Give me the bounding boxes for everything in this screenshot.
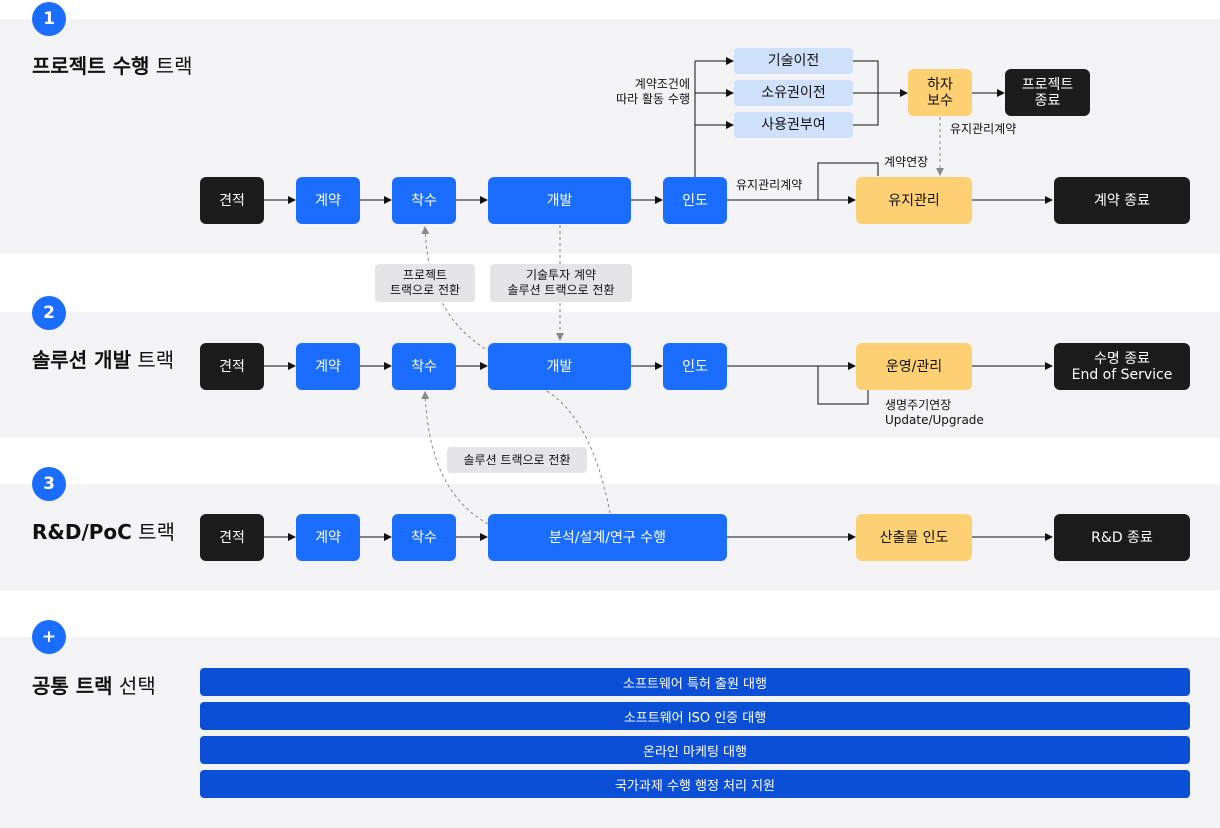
track2-title-rest: 트랙 <box>130 348 175 372</box>
t3-kickoff: 착수 <box>392 514 456 561</box>
track1-badge: 1 <box>32 2 66 36</box>
track2-title-bold: 솔루션 개발 <box>32 348 131 372</box>
t1-note-contract: 계약조건에 따라 활동 수행 <box>616 77 690 106</box>
track3-title-rest: 트랙 <box>131 520 175 544</box>
t2-delivery: 인도 <box>663 343 727 390</box>
t1-note-maint-contract2: 유지관리계약 <box>950 122 1017 136</box>
switch-to-project: 프로젝트 트랙으로 전환 <box>375 264 475 302</box>
t3-analysis: 분석/설계/연구 수행 <box>488 514 727 561</box>
common-item-patent: 소프트웨어 특허 출원 대행 <box>200 668 1190 696</box>
track3-title-bold: R&D/PoC <box>32 520 132 544</box>
common-title-bold: 공통 트랙 <box>32 674 113 698</box>
t1-note-maint-contract: 유지관리계약 <box>736 178 803 192</box>
t1-development: 개발 <box>488 177 631 224</box>
t2-contract: 계약 <box>296 343 360 390</box>
common-item-marketing: 온라인 마케팅 대행 <box>200 736 1190 764</box>
t3-estimate: 견적 <box>200 514 264 561</box>
track1-title-bold: 프로젝트 수행 <box>32 54 150 78</box>
t1-maintenance: 유지관리 <box>856 177 972 224</box>
t2-end-of-service: 수명 종료 End of Service <box>1054 343 1190 390</box>
t1-license-grant: 사용권부여 <box>734 112 853 138</box>
common-title: 공통 트랙 선택 <box>32 670 156 699</box>
t3-end: R&D 종료 <box>1054 514 1190 561</box>
t1-project-end: 프로젝트 종료 <box>1005 69 1090 116</box>
switch-tech-invest: 기술투자 계약 솔루션 트랙으로 전환 <box>490 264 632 302</box>
switch-to-solution: 솔루션 트랙으로 전환 <box>447 447 587 473</box>
common-item-national-project: 국가과제 수행 행정 처리 지원 <box>200 770 1190 798</box>
t1-note-extension: 계약연장 <box>884 155 929 169</box>
t2-kickoff: 착수 <box>392 343 456 390</box>
track2-badge: 2 <box>32 296 66 330</box>
t2-estimate: 견적 <box>200 343 264 390</box>
common-item-iso: 소프트웨어 ISO 인증 대행 <box>200 702 1190 730</box>
t1-contract: 계약 <box>296 177 360 224</box>
t1-delivery: 인도 <box>663 177 727 224</box>
t1-tech-transfer: 기술이전 <box>734 48 853 74</box>
common-title-rest: 선택 <box>112 674 156 698</box>
track2-title: 솔루션 개발 트랙 <box>32 344 174 373</box>
common-badge: + <box>32 620 66 654</box>
t1-estimate: 견적 <box>200 177 264 224</box>
track1-title-rest: 트랙 <box>149 54 193 78</box>
t2-development: 개발 <box>488 343 631 390</box>
t1-ownership-transfer: 소유권이전 <box>734 80 853 106</box>
track1-title: 프로젝트 수행 트랙 <box>32 50 193 79</box>
t2-operation: 운영/관리 <box>856 343 972 390</box>
t1-warranty: 하자 보수 <box>908 69 972 116</box>
t2-note-lifecycle: 생명주기연장 Update/Upgrade <box>885 398 984 427</box>
t1-contract-end: 계약 종료 <box>1054 177 1190 224</box>
track3-title: R&D/PoC 트랙 <box>32 516 175 545</box>
t3-contract: 계약 <box>296 514 360 561</box>
t1-kickoff: 착수 <box>392 177 456 224</box>
track3-badge: 3 <box>32 467 66 501</box>
t3-deliverable: 산출물 인도 <box>856 514 972 561</box>
